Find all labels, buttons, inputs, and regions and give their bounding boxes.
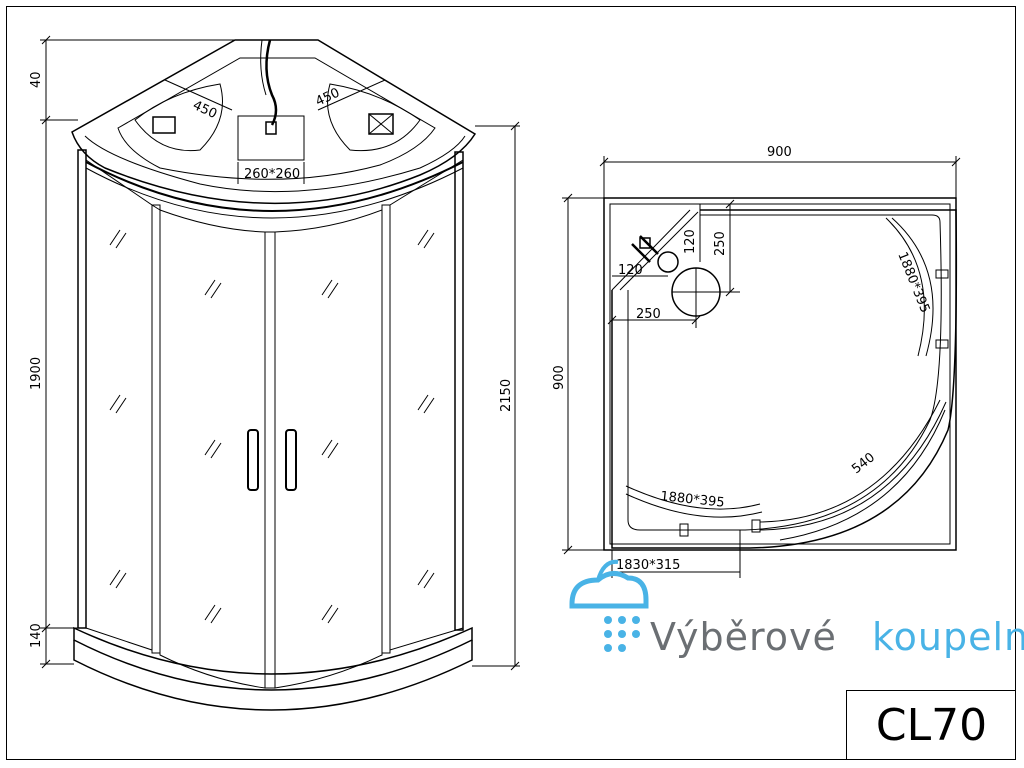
plan-view <box>562 156 961 578</box>
dim-top-label: 40 <box>29 71 44 88</box>
brand-name-part1: Výběrové <box>650 615 837 659</box>
base-label: 1830*315 <box>616 558 680 573</box>
shower-head-icon <box>569 559 649 652</box>
side-glass-label: 1880*395 <box>894 250 932 315</box>
front-view <box>40 35 520 711</box>
dim-250-vertical-label: 250 <box>713 231 728 256</box>
brand-logo: Výběrové koupelny <box>569 559 1024 659</box>
plan-width-label: 900 <box>767 145 792 160</box>
dim-height-label: 1900 <box>29 357 44 390</box>
front-glass-label: 1880*395 <box>660 489 726 511</box>
dim-total-label: 2150 <box>499 379 514 412</box>
model-name: CL70 <box>875 700 988 751</box>
arc-label: 540 <box>849 450 878 477</box>
plan-depth-label: 900 <box>552 365 567 390</box>
model-label-box: CL70 <box>846 690 1016 760</box>
dim-250-horizontal-label: 250 <box>636 307 661 322</box>
dim-bottom-label: 140 <box>29 623 44 648</box>
dim-120-vertical-label: 120 <box>683 229 698 254</box>
roof-left-label: 450 <box>190 98 219 122</box>
dim-120-horizontal-label: 120 <box>618 263 643 278</box>
roof-panel-label: 260*260 <box>244 167 300 182</box>
brand-name-part2: koupelny <box>872 615 1024 659</box>
drawing-frame <box>6 6 1016 760</box>
